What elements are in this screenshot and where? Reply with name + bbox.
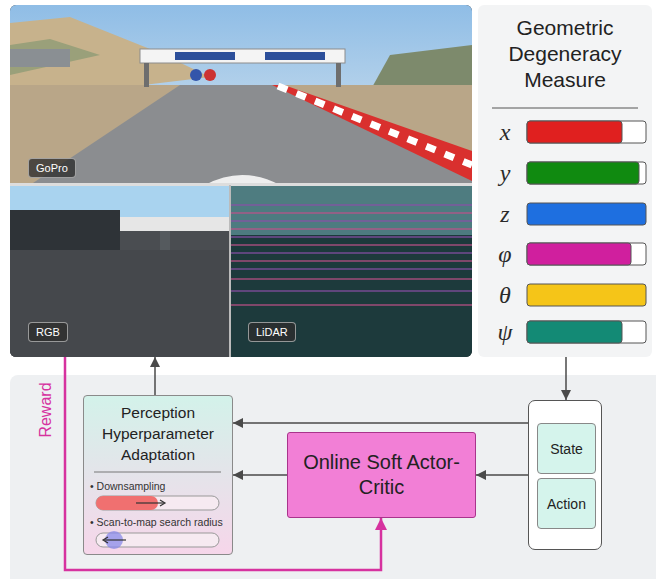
process-box: State — [537, 423, 596, 474]
axis-label: θ — [488, 280, 522, 310]
connector-arrow — [233, 474, 287, 476]
axis-label: z — [488, 199, 522, 229]
axis-label: φ — [488, 239, 522, 269]
bullet-text: • Scan-to-map search radius — [90, 515, 226, 529]
edge-label: Reward — [36, 380, 56, 440]
node-title: LiDAR — [256, 325, 288, 339]
group-box: StateAction — [528, 400, 602, 550]
camera-view-panel: GoProRGB LiDAR — [10, 5, 472, 357]
image-tag: GoPro — [28, 158, 76, 178]
axis-label: ψ — [488, 317, 522, 347]
node-title: Geometric Degeneracy Measure — [486, 15, 644, 93]
node-title: Online Soft Actor-Critic — [296, 450, 467, 500]
bullet-text: • Downsampling — [90, 479, 226, 493]
axis-label: y — [488, 158, 522, 188]
node-title: Perception Hyperparameter Adaptation — [90, 402, 226, 465]
connector-arrow — [233, 422, 528, 424]
process-box: Action — [537, 478, 596, 529]
node-title: RGB — [36, 325, 60, 339]
node-title: GoPro — [36, 161, 68, 175]
connector-arrow — [565, 357, 567, 400]
node-title: Action — [547, 496, 586, 512]
connector-arrow — [154, 357, 156, 395]
node-title: State — [550, 441, 583, 457]
image-tag: RGB — [28, 322, 68, 342]
axis-label: x — [488, 117, 522, 147]
connector-arrow — [476, 474, 528, 476]
track-photo — [10, 5, 472, 357]
bottom-panel — [10, 375, 656, 579]
process-box: Perception Hyperparameter Adaptation • Do… — [83, 395, 233, 555]
image-tag: LiDAR — [248, 322, 296, 342]
process-box: Online Soft Actor-Critic — [287, 432, 476, 518]
